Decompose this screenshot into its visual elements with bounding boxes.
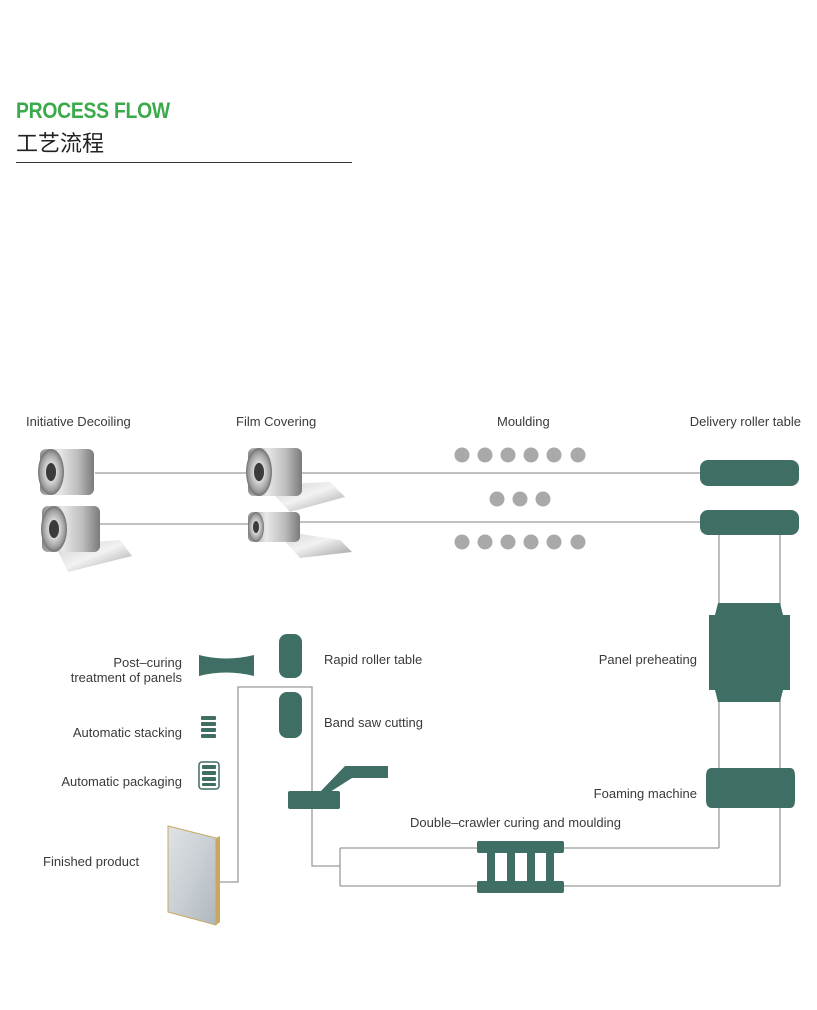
post-curing-shape bbox=[199, 655, 254, 676]
label-rapid-roller-table: Rapid roller table bbox=[324, 652, 423, 667]
cutting-arm-base bbox=[288, 791, 340, 809]
double-crawler-shape bbox=[477, 841, 564, 893]
label-automatic-stacking: Automatic stacking bbox=[72, 725, 182, 740]
delivery-roller-bottom bbox=[700, 510, 799, 535]
label-film-covering: Film Covering bbox=[236, 414, 317, 429]
line-return bbox=[215, 686, 340, 883]
label-finished-product: Finished product bbox=[43, 854, 140, 869]
label-post-curing-2: treatment of panels bbox=[70, 670, 182, 685]
foaming-machine-shape bbox=[706, 768, 795, 808]
packaging-shape bbox=[198, 761, 220, 790]
machines bbox=[198, 460, 799, 893]
section-subtitle: 工艺流程 bbox=[16, 132, 105, 157]
coil-film-top bbox=[246, 448, 345, 512]
label-moulding: Moulding bbox=[497, 414, 550, 429]
delivery-roller-top bbox=[700, 460, 799, 486]
coil-decoiling-top bbox=[38, 449, 94, 495]
coil-film-bottom bbox=[248, 512, 352, 558]
moulding-rollers bbox=[454, 447, 586, 550]
cutting-arm-top bbox=[288, 766, 388, 792]
section-title: PROCESS FLOW bbox=[16, 98, 170, 123]
label-double-crawler: Double–crawler curing and moulding bbox=[410, 815, 622, 830]
finished-product-panel bbox=[167, 825, 220, 926]
label-panel-preheating: Panel preheating bbox=[598, 652, 697, 667]
label-automatic-packaging: Automatic packaging bbox=[61, 774, 182, 789]
header-divider bbox=[16, 162, 352, 163]
label-post-curing-1: Post–curing bbox=[113, 655, 182, 670]
coil-decoiling-bottom bbox=[41, 506, 132, 572]
label-band-saw-cutting: Band saw cutting bbox=[324, 715, 424, 730]
stacking-shape bbox=[201, 716, 216, 738]
label-foaming-machine: Foaming machine bbox=[593, 786, 697, 801]
panel-preheater bbox=[709, 603, 790, 702]
rapid-roller-shape bbox=[279, 634, 302, 678]
label-delivery-roller-table: Delivery roller table bbox=[689, 414, 801, 429]
band-saw-shape bbox=[279, 692, 302, 738]
label-initiative-decoiling: Initiative Decoiling bbox=[26, 414, 131, 429]
